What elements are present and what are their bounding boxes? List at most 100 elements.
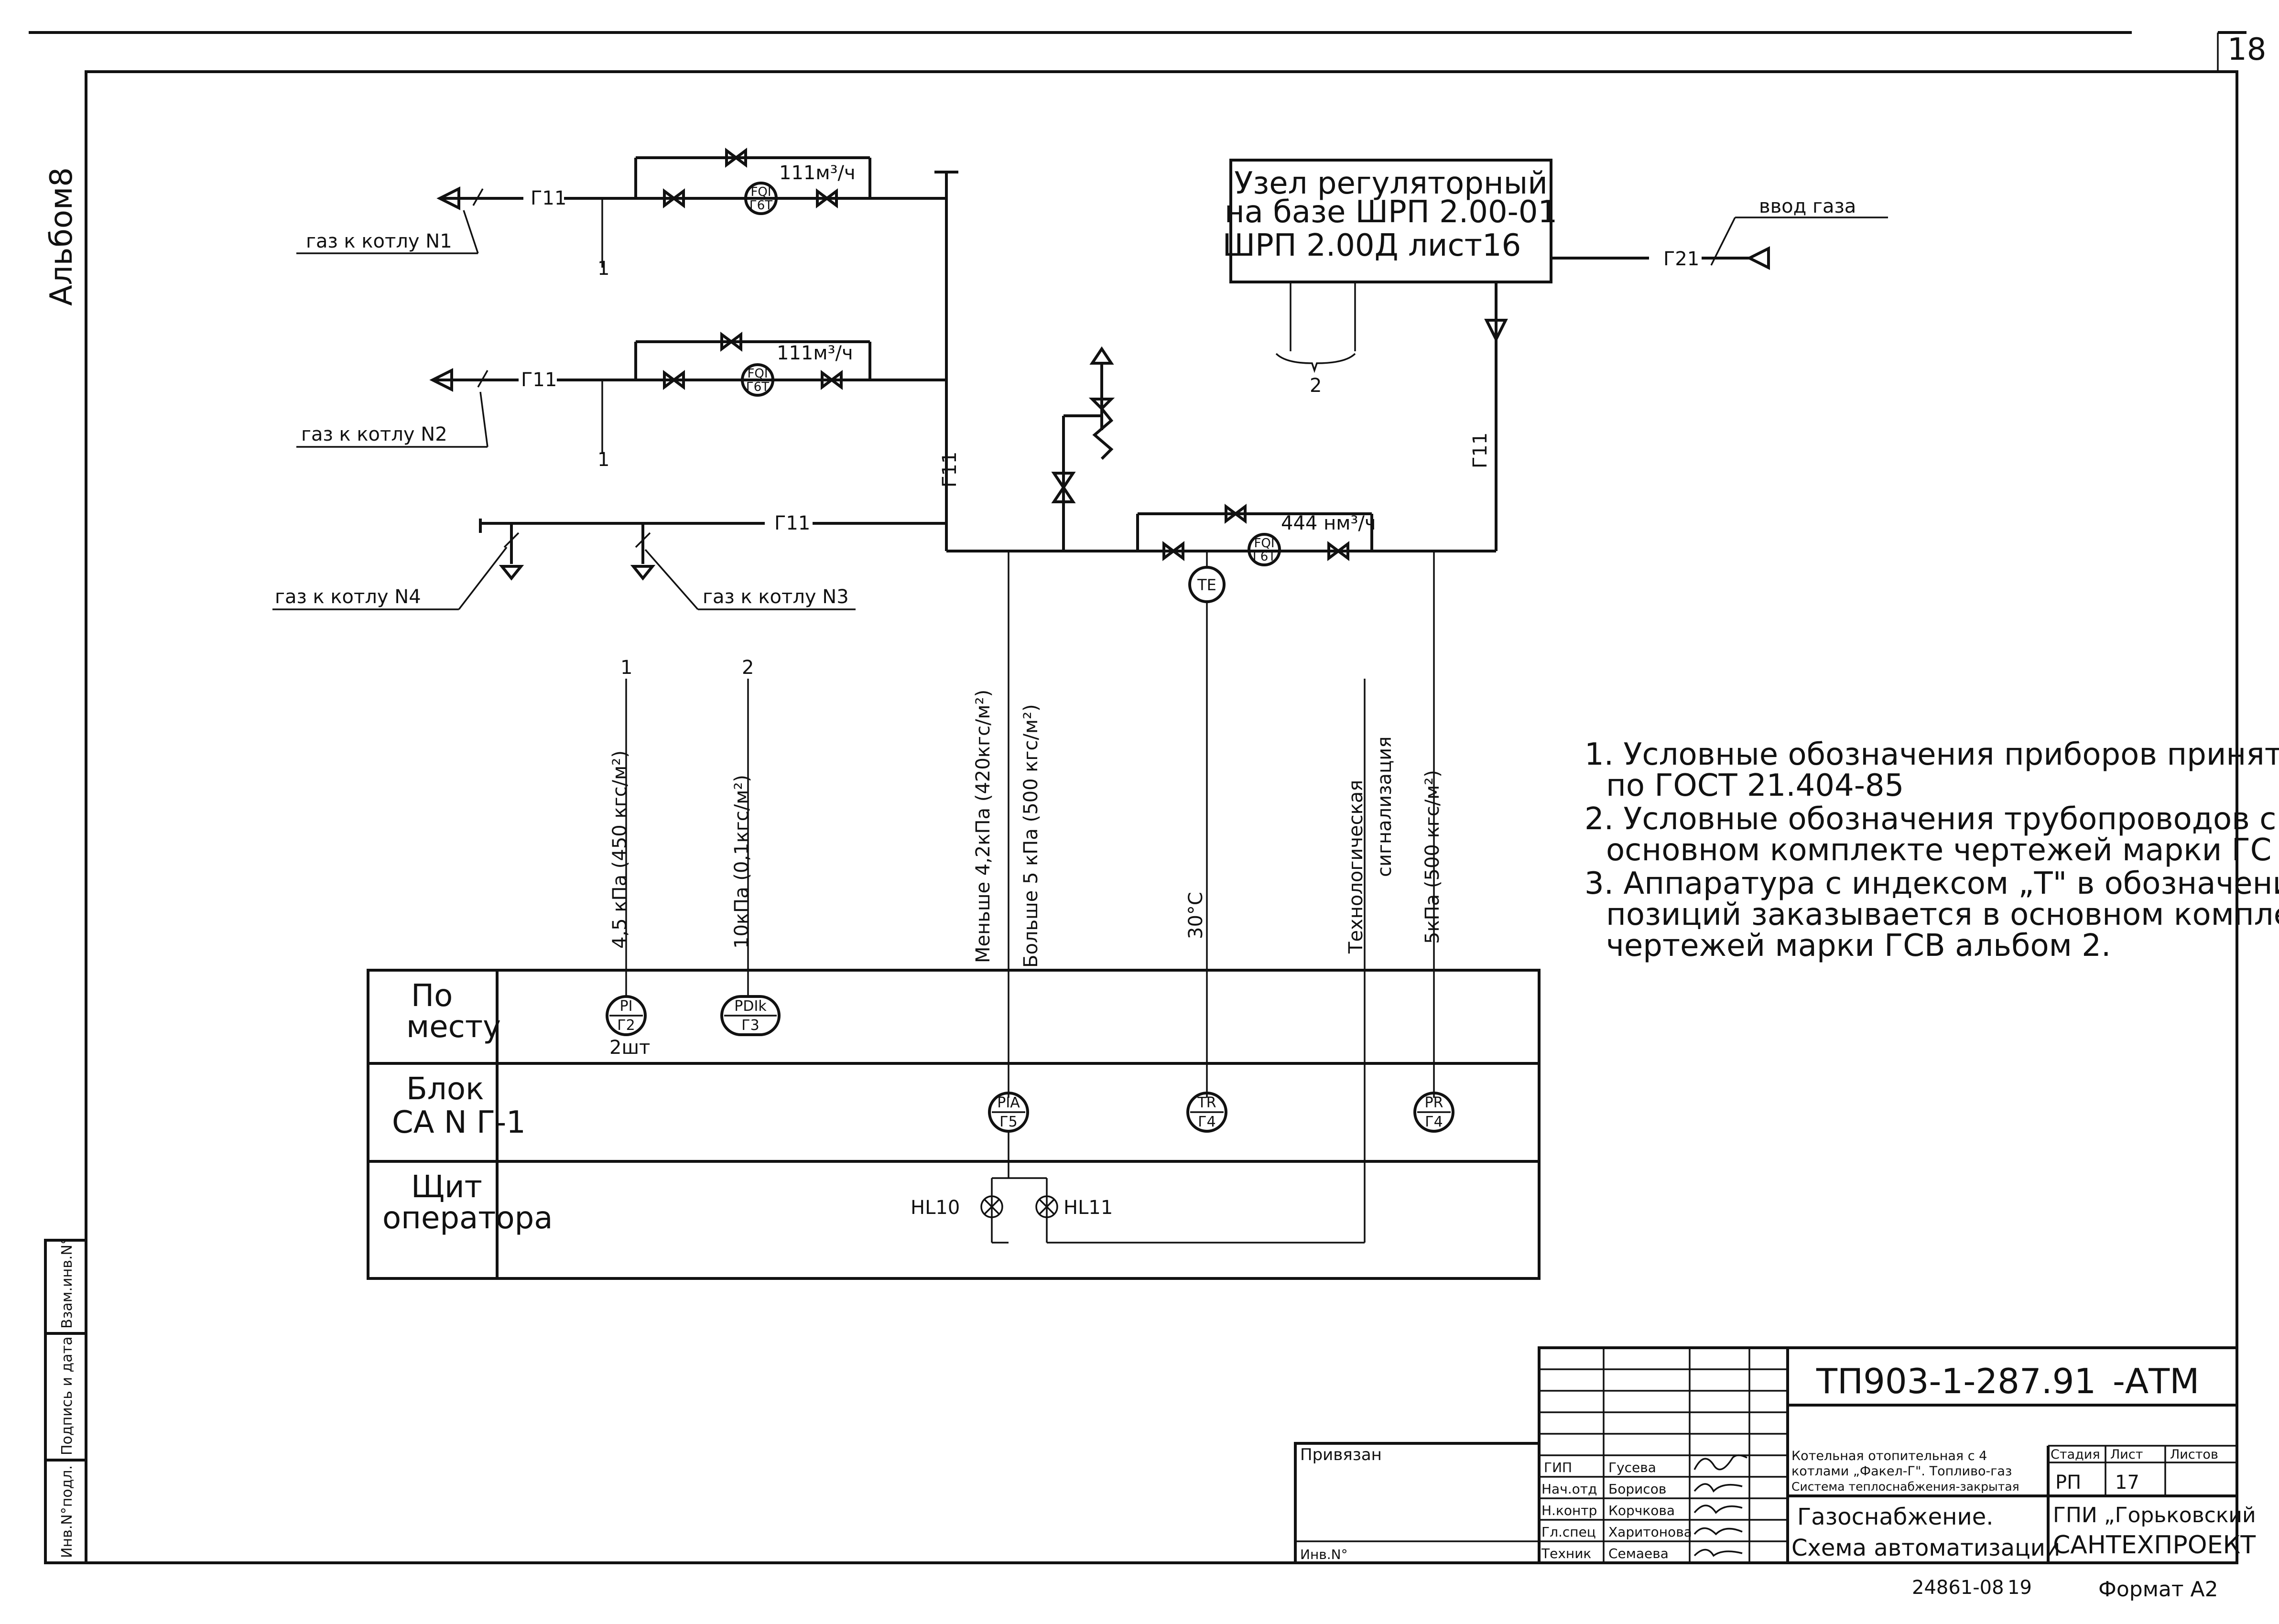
leader-boiler1: газ к котлу N1	[306, 230, 452, 252]
notes: 1. Условные обозначения приборов приняты…	[1584, 737, 2279, 964]
signature-2	[1693, 1505, 1743, 1514]
signature-3	[1693, 1527, 1743, 1536]
tb-desc-2: Система теплоснабжения-закрытая	[1791, 1480, 2019, 1494]
line3a-label: Меньше 4,2кПа (420кгс/м²)	[972, 690, 994, 963]
stamp-replace: Взам.инв.N°	[59, 1237, 76, 1329]
bubble-pdik-top: PDIk	[734, 998, 767, 1015]
tb-inv: Инв.N°	[1300, 1547, 1348, 1562]
tb-org-1: САНТЕХПРОЕКТ	[2053, 1531, 2256, 1559]
fqi-main-bot: Г6Т	[1253, 550, 1276, 564]
tb-stage-h: Стадия	[2051, 1447, 2100, 1462]
tb-role-3: Гл.спец	[1541, 1524, 1596, 1540]
footer: 24861-08 19 Формат А2	[1912, 1577, 2218, 1602]
tb-name-3: Харитонова	[1608, 1524, 1692, 1540]
tb-code: ТП903-1-287.91	[1816, 1361, 2096, 1401]
row1-line2: месту	[406, 1009, 501, 1045]
row2-line2: СА N Г-1	[392, 1105, 526, 1140]
flow-b2: 111м³/ч	[777, 342, 853, 364]
lamp-hl10: HL10	[911, 1197, 960, 1219]
sheet-frame	[29, 31, 2246, 1564]
tb-role-0: ГИП	[1544, 1460, 1572, 1475]
regulator-line3: ШРП 2.00Д лист16	[1223, 228, 1521, 263]
instrument-bubbles: PI Г2 2шт PDIk Г3 PIA Г5 TR Г4 PR Г4	[606, 995, 1454, 1133]
tb-name-0: Гусева	[1608, 1460, 1656, 1475]
row3-line2: оператора	[382, 1201, 553, 1236]
title-block: Привязан Инв.N° ГИП Нач.отд Н.контр Гл.с…	[1294, 1346, 2256, 1564]
tb-title-0: Газоснабжение.	[1797, 1504, 1994, 1530]
tb-desc-0: Котельная отопительная с 4	[1791, 1449, 1987, 1463]
te-sensor: TE	[1197, 576, 1216, 594]
line1-label: 4,5 кПа (450 кгс/м²)	[609, 750, 631, 949]
tb-sheets-h: Листов	[2170, 1447, 2218, 1462]
leader-1a: 1	[597, 258, 609, 280]
gas-inlet: Г21 ввод газа	[1551, 195, 1888, 270]
line3b-label: Больше 5 кПа (500 кгс/м²)	[1020, 704, 1042, 968]
bubble-tr-bot: Г4	[1198, 1114, 1215, 1130]
line2-label: 10кПа (0,1кгс/м²)	[731, 775, 753, 949]
note-2a: 2. Условные обозначения трубопроводов см…	[1584, 801, 2279, 837]
bubble-pr-bot: Г4	[1425, 1114, 1443, 1130]
bubble-pi-top: PI	[620, 998, 633, 1015]
tb-stage: РП	[2055, 1472, 2081, 1494]
bubble-pi-qty: 2шт	[609, 1037, 650, 1059]
signature-1	[1693, 1483, 1743, 1493]
tb-role-1: Нач.отд	[1541, 1481, 1597, 1497]
relief-valve	[1051, 346, 1115, 551]
bubble-pi-bot: Г2	[617, 1017, 635, 1034]
row3-line1: Щит	[411, 1169, 482, 1205]
line6-label: 5кПа (500 кгс/м²)	[1422, 770, 1443, 944]
fqi-b2-bot: Г6Т	[746, 380, 769, 394]
tb-privyazan: Привязан	[1300, 1445, 1382, 1464]
location-table: По месту Блок СА N Г-1 Щит оператора	[367, 969, 1541, 1280]
page-number: 18	[2227, 32, 2266, 67]
line5b-label: сигнализация	[1374, 736, 1396, 877]
fqi-b1-top: FQI	[750, 185, 771, 199]
fqi-main-top: FQI	[1254, 536, 1274, 551]
note-3a: 3. Аппаратура с индексом „Т" в обозначен…	[1584, 866, 2279, 901]
signal-lines: 1 2 4,5 кПа (450 кгс/м²) 10кПа (0,1кгс/м…	[609, 551, 1443, 1243]
tb-role-4: Техник	[1541, 1546, 1591, 1561]
signature-0	[1693, 1454, 1747, 1471]
fqi-b1-bot: Г6Т	[749, 198, 772, 213]
alarm-lamps: HL10 HL11	[911, 1131, 1365, 1244]
bubble-pia-top: PIA	[997, 1094, 1020, 1111]
boiler34-branch: Г11 газ к котлу N4 газ к котлу N3	[272, 512, 946, 610]
pipe-label-g11-v2: Г11	[1469, 433, 1491, 468]
lamp-hl11: HL11	[1064, 1197, 1113, 1219]
bubble-pdik-bot: Г3	[741, 1017, 759, 1034]
pipe-label-g11-b2: Г11	[521, 369, 557, 391]
line5a-label: Технологическая	[1345, 780, 1367, 954]
tb-role-2: Н.контр	[1541, 1503, 1597, 1518]
side-stamp: Инв.N°подл. Подпись и дата Взам.инв.N°	[44, 1237, 87, 1564]
regulator-unit: Узел регуляторный на базе ШРП 2.00-01 ШР…	[1223, 159, 1557, 397]
gas-manifold: Г11	[934, 171, 1496, 552]
line1-top: 1	[620, 657, 632, 679]
tb-org-0: ГПИ „Горьковский	[2053, 1503, 2256, 1527]
boiler2-branch: Г11 1 FQI Г6Т 111м³/ч газ к котлу N2	[296, 332, 946, 471]
album-label: Альбом8	[44, 167, 79, 306]
pipe-label-g21: Г21	[1663, 248, 1699, 270]
row1-line1: По	[411, 978, 453, 1014]
footer-number: 24861-08	[1912, 1577, 2004, 1599]
tb-name-1: Борисов	[1608, 1481, 1666, 1497]
stamp-inv: Инв.N°подл.	[59, 1465, 76, 1558]
note-3b: позиций заказывается в основном комплект…	[1606, 897, 2279, 932]
gas-inlet-label: ввод газа	[1759, 195, 1856, 217]
bubble-pia-bot: Г5	[999, 1114, 1017, 1130]
tb-name-2: Корчкова	[1608, 1503, 1675, 1518]
tb-sheet-no: 17	[2115, 1472, 2139, 1494]
footer-page: 19	[2008, 1577, 2032, 1599]
fqi-b2-top: FQI	[747, 367, 768, 381]
tb-mark: -АТМ	[2113, 1361, 2199, 1401]
bubble-pr-top: PR	[1425, 1094, 1443, 1111]
stamp-sign: Подпись и дата	[59, 1337, 76, 1456]
note-1b: по ГОСТ 21.404-85	[1606, 768, 1904, 803]
tb-sheet-h: Лист	[2110, 1447, 2143, 1462]
leader-1b: 1	[597, 449, 609, 471]
signature-4	[1693, 1548, 1743, 1557]
note-3c: чертежей марки ГСВ альбом 2.	[1606, 928, 2111, 964]
note-1a: 1. Условные обозначения приборов приняты	[1584, 737, 2279, 772]
tb-desc-1: котлами „Факел-Г". Топливо-газ	[1791, 1464, 2012, 1479]
pipe-label-g11-b1: Г11	[531, 187, 566, 209]
